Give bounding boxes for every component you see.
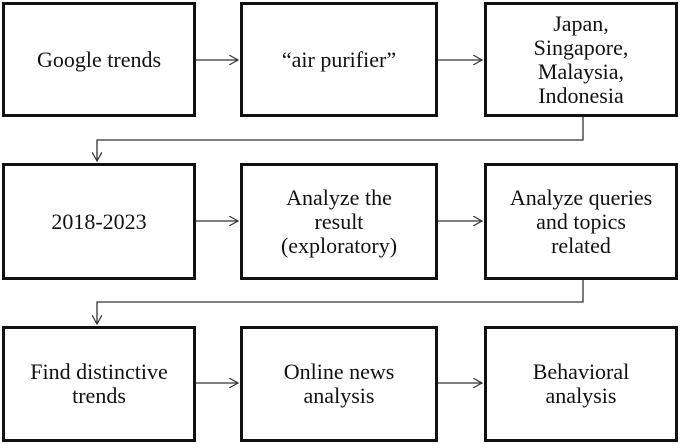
- step-time-range: 2018-2023: [2, 163, 196, 280]
- arrow-s6-s7: [97, 280, 584, 324]
- step-behavioral: Behavioral analysis: [484, 326, 678, 442]
- step-distinctive-trends: Find distinctive trends: [2, 326, 196, 442]
- step-countries: Japan, Singapore, Malaysia, Indonesia: [484, 2, 678, 117]
- step-online-news: Online news analysis: [240, 326, 438, 442]
- step-analyze-queries: Analyze queries and topics related: [484, 163, 678, 280]
- arrow-s3-s4: [97, 117, 584, 161]
- step-analyze-result: Analyze the result (exploratory): [240, 163, 438, 280]
- step-air-purifier: “air purifier”: [240, 2, 438, 117]
- step-google-trends: Google trends: [2, 2, 196, 117]
